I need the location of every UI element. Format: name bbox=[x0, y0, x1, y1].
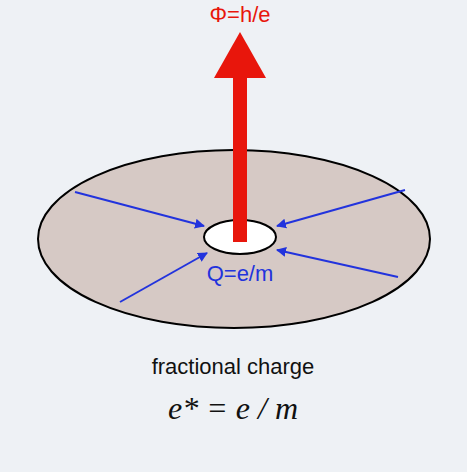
flux-label: Φ=h/e bbox=[210, 2, 271, 27]
inward-arrow bbox=[277, 190, 405, 226]
charged-disk: Q=e/m bbox=[36, 148, 432, 330]
inward-arrow bbox=[75, 192, 204, 226]
charge-label: Q=e/m bbox=[207, 261, 274, 286]
flux-arrow-shaft bbox=[233, 76, 247, 242]
caption-text: fractional charge bbox=[152, 354, 315, 379]
flux-arrow-head bbox=[214, 32, 266, 78]
formula-text: e* = e / m bbox=[168, 390, 298, 427]
inward-arrow bbox=[120, 253, 207, 302]
disk-illustration bbox=[36, 148, 432, 330]
inward-arrow bbox=[277, 250, 398, 277]
